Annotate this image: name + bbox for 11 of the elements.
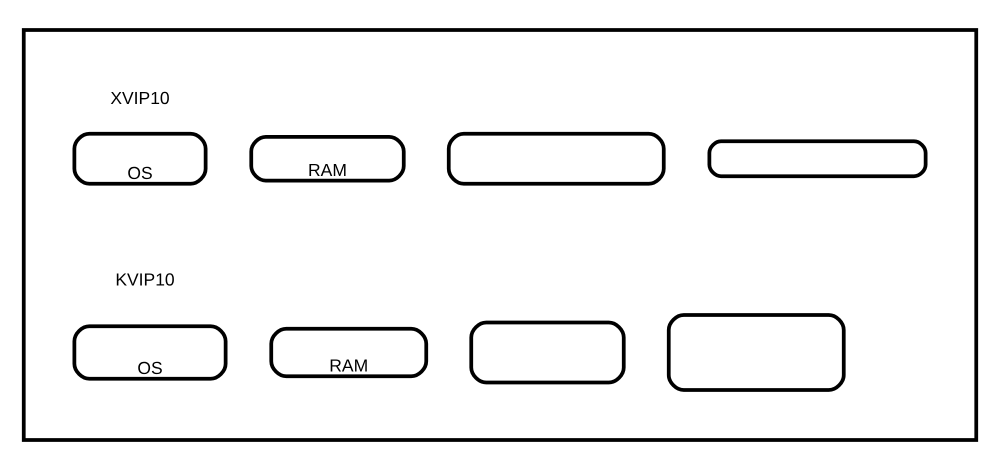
node-box: OS [72,132,208,186]
node-box: RAM [269,326,428,378]
cluster [22,28,978,442]
node-box [666,313,846,392]
label: KVIP10 [115,269,175,290]
node-box: RAM [249,135,406,182]
node-box [446,132,666,186]
node-box [469,320,626,384]
node-box: OS [72,324,228,381]
node-box [708,139,928,178]
label: XVIP10 [110,88,170,108]
